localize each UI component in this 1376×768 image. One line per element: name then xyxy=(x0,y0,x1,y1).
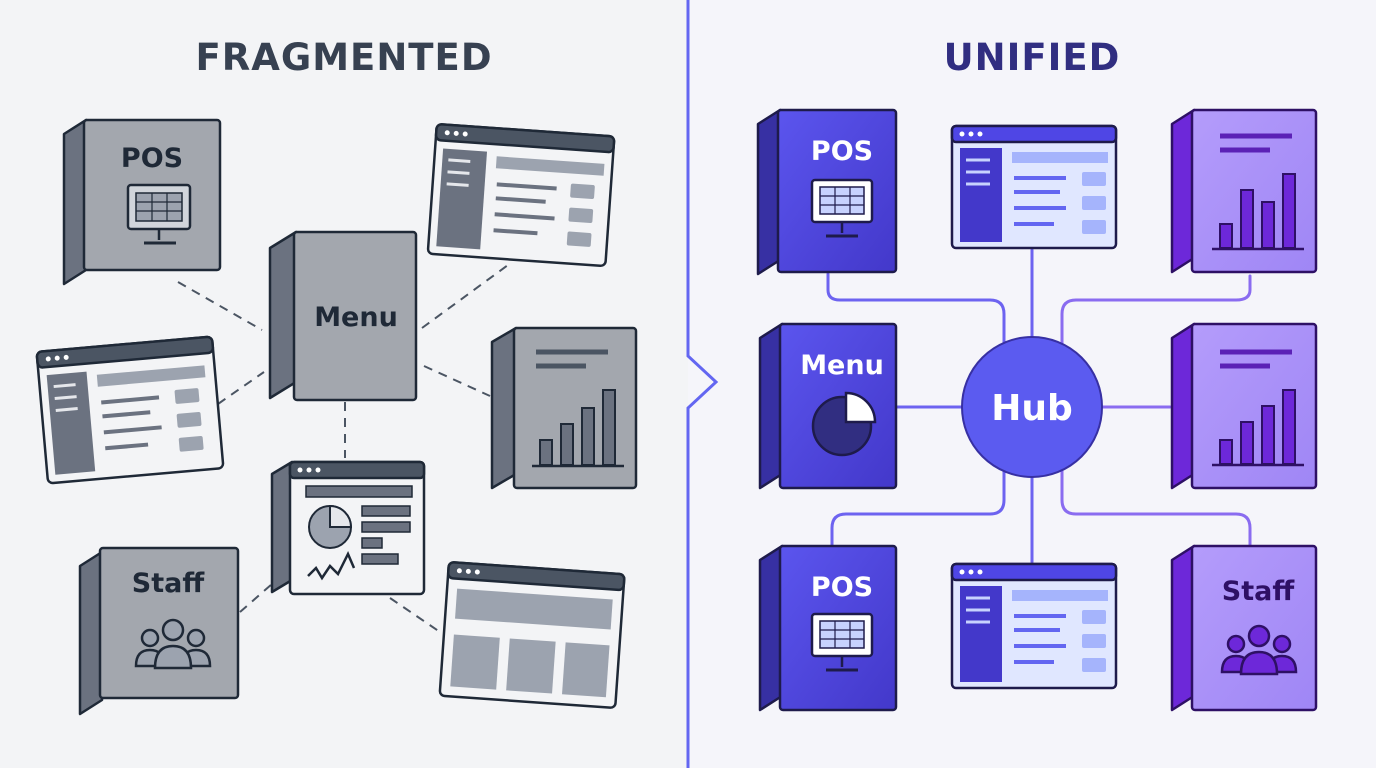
pos-box-unified-bottom: POS xyxy=(758,544,898,712)
hub-node: Hub xyxy=(961,336,1103,478)
staff-box-unified: Staff xyxy=(1170,544,1318,712)
fragmented-title: FRAGMENTED xyxy=(195,36,492,79)
terminal-icon xyxy=(126,183,192,245)
terminal-icon xyxy=(810,612,874,672)
report-box-unified-top xyxy=(1170,108,1318,274)
unified-title: UNIFIED xyxy=(944,36,1121,79)
menu-box-unified: Menu xyxy=(758,322,898,490)
report-box-unified-mid xyxy=(1170,322,1318,490)
browser-window-fragmented-2 xyxy=(35,335,225,485)
dashboard-window-fragmented xyxy=(270,460,426,596)
staff-label-unified: Staff xyxy=(1222,576,1296,607)
divider-line xyxy=(686,0,719,768)
pie-chart-icon xyxy=(308,504,353,549)
hub-label: Hub xyxy=(991,388,1073,429)
pos-label-unified-bottom: POS xyxy=(811,572,873,603)
staff-label: Staff xyxy=(132,568,206,599)
bar-chart-icon xyxy=(1212,389,1304,467)
pos-label: POS xyxy=(121,143,183,174)
bar-chart-icon xyxy=(1212,173,1304,251)
report-box-fragmented xyxy=(490,326,638,490)
browser-window-unified-top xyxy=(950,124,1118,250)
people-icon xyxy=(134,618,212,670)
browser-window-unified-bottom xyxy=(950,562,1118,690)
menu-label: Menu xyxy=(314,302,398,333)
window-dot-icon xyxy=(444,130,450,136)
menu-box-fragmented: Menu xyxy=(268,230,418,402)
staff-box-fragmented: Staff xyxy=(78,546,240,716)
pos-label-unified-top: POS xyxy=(811,136,873,167)
unified-connections xyxy=(826,248,1252,564)
browser-window-fragmented-3 xyxy=(438,561,626,709)
trend-line-icon xyxy=(307,551,356,581)
menu-label-unified: Menu xyxy=(800,350,884,381)
bar-chart-icon xyxy=(532,389,624,468)
fragmented-connections xyxy=(177,264,509,633)
pos-box-unified-top: POS xyxy=(756,108,898,276)
people-icon xyxy=(1220,624,1298,676)
pos-box-fragmented: POS xyxy=(62,118,222,286)
terminal-icon xyxy=(810,178,874,238)
browser-window-fragmented-1 xyxy=(426,123,616,268)
pie-chart-icon xyxy=(811,391,877,457)
